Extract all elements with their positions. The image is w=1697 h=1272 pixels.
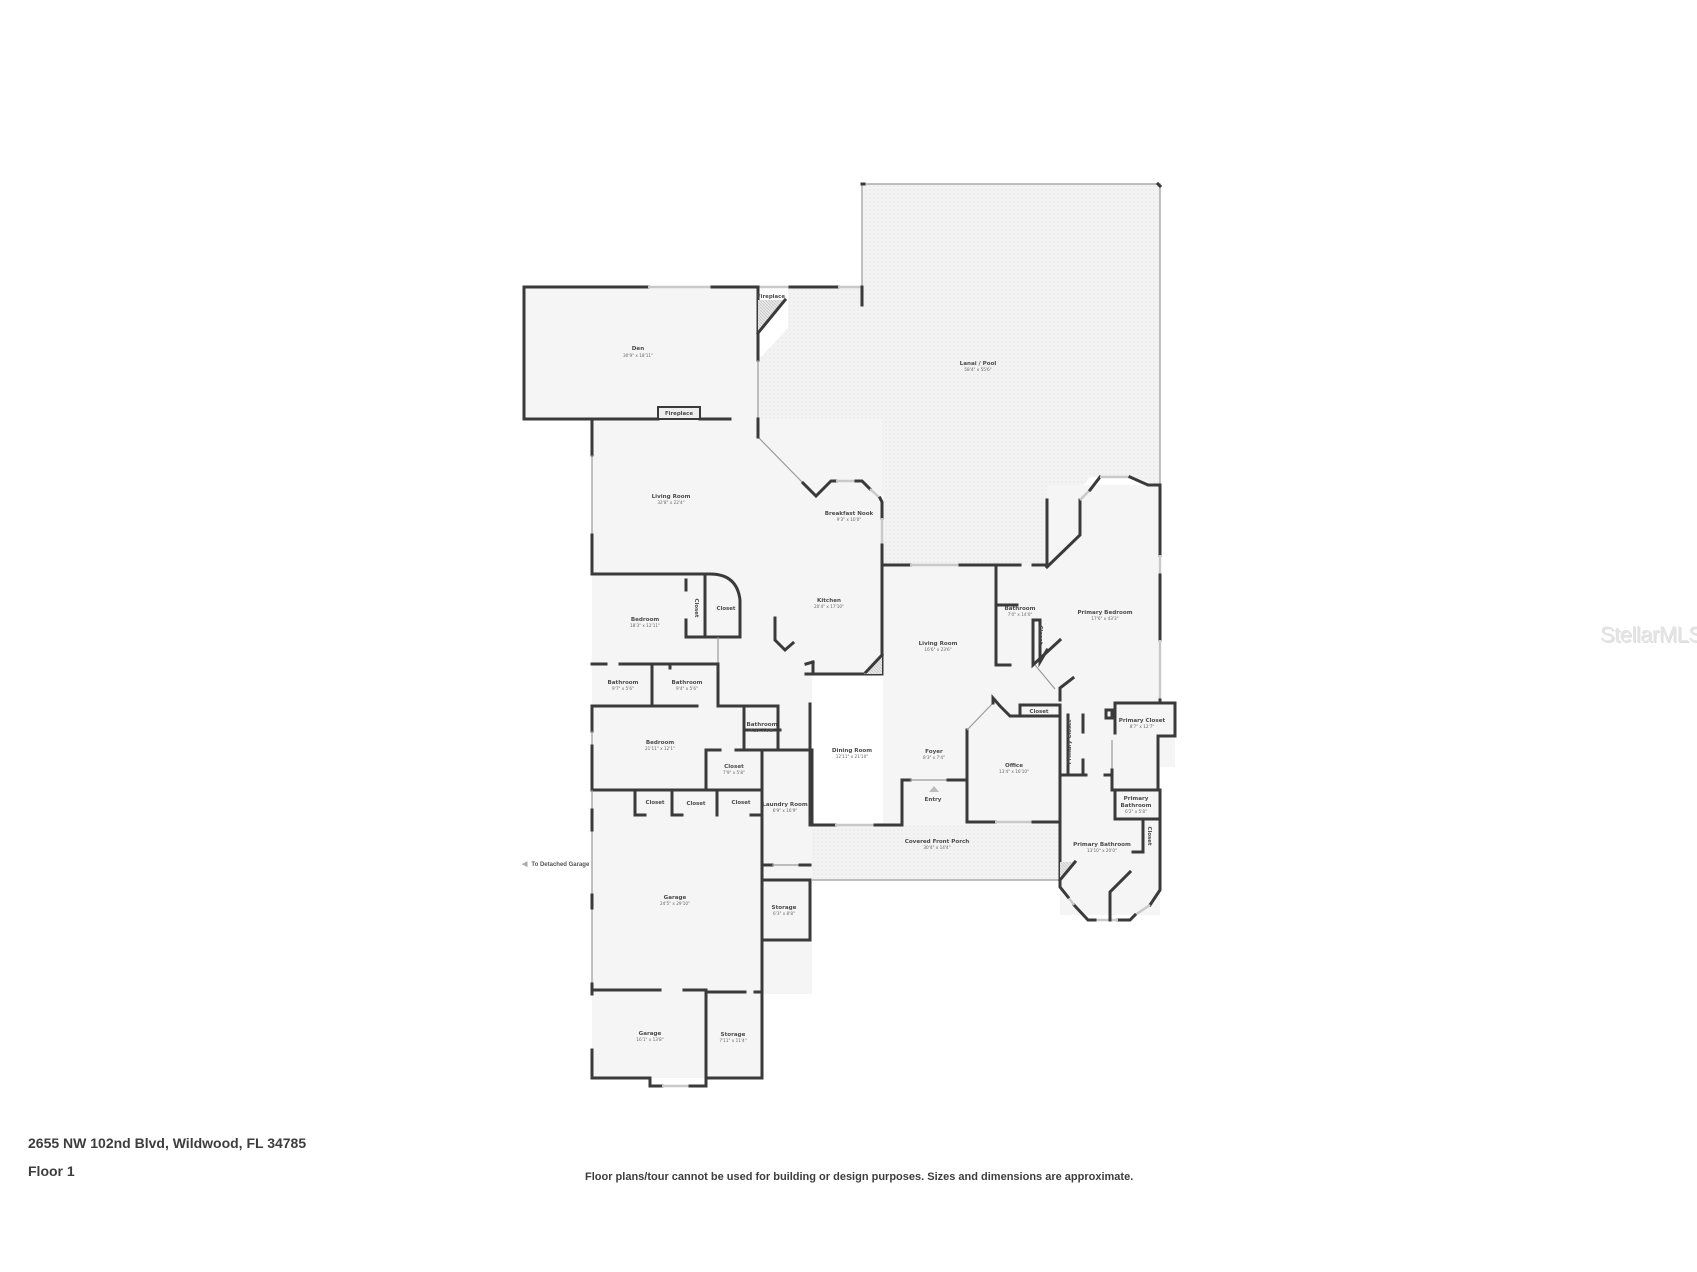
label-entry: Entry xyxy=(925,797,942,803)
detached-garage-label: To Detached Garage xyxy=(531,862,590,868)
label-covered-porch: Covered Front Porch xyxy=(905,839,970,845)
svg-text:8'7" x 12'7": 8'7" x 12'7" xyxy=(1130,724,1155,729)
svg-text:9'3" x 10'0": 9'3" x 10'0" xyxy=(837,517,862,522)
label-primary-bedroom: Primary Bedroom xyxy=(1077,610,1132,616)
svg-text:24'5" x 29'10": 24'5" x 29'10" xyxy=(660,901,690,906)
label-bathroom-4: Bathroom xyxy=(1005,606,1036,612)
label-living-room-1: Living Room xyxy=(652,494,691,500)
svg-text:7'0" x 14'0": 7'0" x 14'0" xyxy=(1008,612,1033,617)
label-primary-closet: Primary Closet xyxy=(1119,718,1166,724)
label-garage-2: Garage xyxy=(639,1031,662,1037)
svg-text:13'4" x 16'10": 13'4" x 16'10" xyxy=(999,769,1029,774)
arrow-left-icon: ◀ xyxy=(522,861,528,868)
label-closet-bed1-b: Closet xyxy=(717,606,736,612)
svg-text:Bathroom: Bathroom xyxy=(1121,803,1152,809)
label-fireplace-top: Fireplace xyxy=(757,294,785,300)
svg-text:32'8" x 22'4": 32'8" x 22'4" xyxy=(657,500,684,505)
label-closet-g1: Closet xyxy=(646,800,665,806)
label-closet-g2: Closet xyxy=(687,801,706,807)
svg-text:21'11" x 12'1": 21'11" x 12'1" xyxy=(645,746,675,751)
label-primary-closet-vertical: Primary Closet xyxy=(1067,719,1073,764)
svg-text:16'6" x 23'6": 16'6" x 23'6" xyxy=(924,647,951,652)
floor-label: Floor 1 xyxy=(28,1163,75,1179)
label-foyer: Foyer xyxy=(925,749,943,755)
watermark-logo: StellarMLS xyxy=(1600,622,1697,647)
label-laundry: Laundry Room xyxy=(762,802,808,808)
label-bathroom-2: Bathroom xyxy=(672,680,703,686)
label-closet-bath4: Closet xyxy=(1037,626,1043,645)
svg-text:9'4" x 5'6": 9'4" x 5'6" xyxy=(676,686,698,691)
svg-text:30'9" x 18'11": 30'9" x 18'11" xyxy=(623,353,653,358)
label-primary-bathroom-small: Primary xyxy=(1124,796,1149,802)
interior-floor xyxy=(524,287,1175,1078)
svg-text:8'3" x 7'4": 8'3" x 7'4" xyxy=(923,755,945,760)
label-closet-g3: Closet xyxy=(732,800,751,806)
label-bathroom-1: Bathroom xyxy=(608,680,639,686)
label-breakfast-nook: Breakfast Nook xyxy=(825,511,874,517)
disclaimer: Floor plans/tour cannot be used for buil… xyxy=(585,1171,1134,1183)
label-bedroom-1: Bedroom xyxy=(631,617,660,623)
svg-text:6'9" x 16'9": 6'9" x 16'9" xyxy=(773,808,798,813)
label-closet-office: Closet xyxy=(1030,709,1049,715)
label-bedroom-2: Bedroom xyxy=(646,740,675,746)
walls xyxy=(522,285,1177,1088)
label-office: Office xyxy=(1005,763,1023,769)
label-lanai: Lanai / Pool xyxy=(960,361,997,367)
svg-text:17'6" x 43'3": 17'6" x 43'3" xyxy=(1091,616,1118,621)
label-fireplace-den: Fireplace xyxy=(665,411,693,417)
label-den: Den xyxy=(632,346,644,352)
label-garage-1: Garage xyxy=(664,895,687,901)
entry-arrow-icon xyxy=(929,786,939,792)
room-labels: Den 30'9" x 18'11" Fireplace Fireplace L… xyxy=(608,294,1166,1043)
svg-text:7'9" x 5'8": 7'9" x 5'8" xyxy=(723,770,745,775)
svg-text:4'10" x 6'8": 4'10" x 6'8" xyxy=(750,728,775,733)
svg-text:6'3" x 8'8": 6'3" x 8'8" xyxy=(773,911,795,916)
label-storage-1: Storage xyxy=(772,905,797,911)
label-primary-bathroom: Primary Bathroom xyxy=(1073,842,1131,848)
svg-text:18'3" x 12'11": 18'3" x 12'11" xyxy=(630,623,660,628)
label-closet-bed1-a: Closet xyxy=(693,599,699,618)
svg-text:58'4" x 55'6": 58'4" x 55'6" xyxy=(964,367,991,372)
svg-text:16'1" x 13'8": 16'1" x 13'8" xyxy=(636,1037,663,1042)
label-storage-2: Storage xyxy=(721,1032,746,1038)
covered-front-porch-area xyxy=(812,825,1060,880)
property-address: 2655 NW 102nd Blvd, Wildwood, FL 34785 xyxy=(28,1135,307,1151)
label-bathroom-3: Bathroom xyxy=(747,722,778,728)
svg-text:12'11" x 21'10": 12'11" x 21'10" xyxy=(836,754,869,759)
label-dining: Dining Room xyxy=(832,748,872,754)
svg-text:6'2" x 5'8": 6'2" x 5'8" xyxy=(1125,809,1147,814)
svg-text:30'4" x 14'4": 30'4" x 14'4" xyxy=(923,845,950,850)
label-living-room-2: Living Room xyxy=(919,641,958,647)
svg-text:7'11" x 11'4": 7'11" x 11'4" xyxy=(719,1038,746,1043)
svg-text:13'10" x 20'0": 13'10" x 20'0" xyxy=(1087,848,1117,853)
detached-garage-note: ◀To Detached Garage xyxy=(522,860,589,868)
label-closet-primary-bath: Closet xyxy=(1146,827,1152,846)
label-closet-bed2: Closet xyxy=(724,764,744,770)
label-kitchen: Kitchen xyxy=(817,598,841,604)
svg-text:20'4" x 17'10": 20'4" x 17'10" xyxy=(814,604,844,609)
svg-text:9'7" x 5'6": 9'7" x 5'6" xyxy=(612,686,634,691)
